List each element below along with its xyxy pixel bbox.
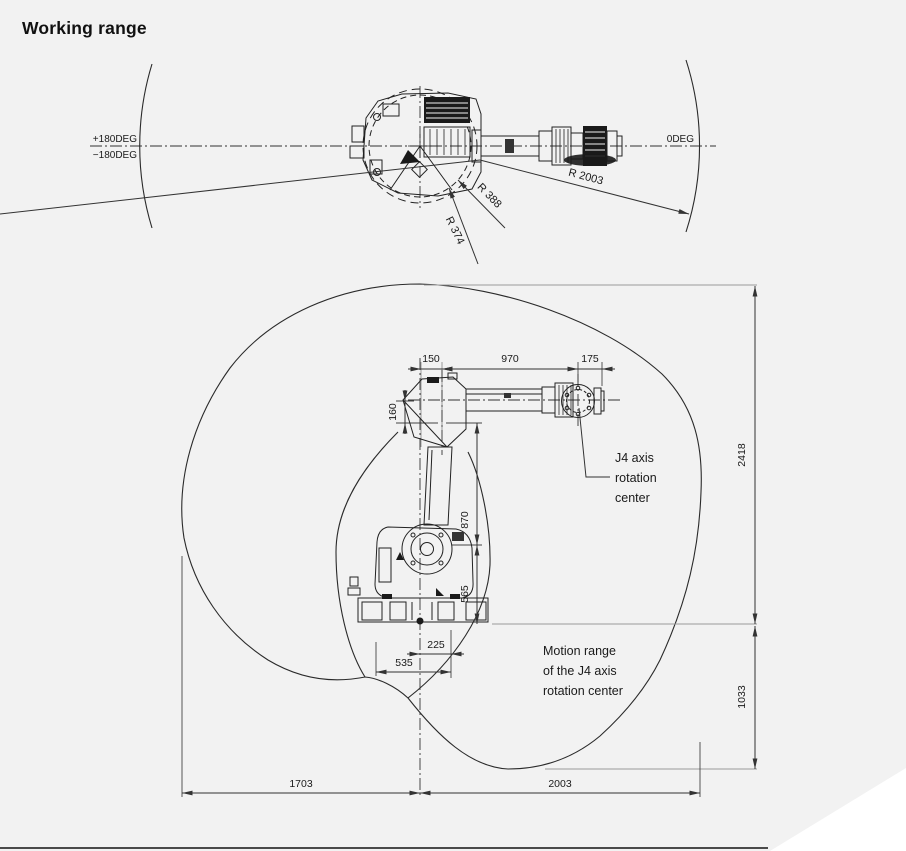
rotation-arc-right: [685, 59, 701, 233]
j4-label-line2: rotation: [615, 471, 657, 485]
dim-225-label: 225: [427, 639, 445, 651]
j4-label-line3: center: [615, 491, 650, 505]
dim-535-label: 535: [395, 657, 413, 669]
inner-boundary-left: [335, 431, 399, 678]
dim-565-label: 565: [459, 585, 471, 603]
motion-label-line1: Motion range: [543, 644, 616, 658]
motion-range-label-group: Motion range of the J4 axis rotation cen…: [543, 644, 623, 698]
extension-lines: [181, 284, 757, 797]
robot-top-view: [349, 92, 623, 197]
r388-label: R 388: [475, 181, 504, 210]
j4-label-line1: J4 axis: [615, 451, 654, 465]
radius-leaders: [0, 159, 690, 265]
j4-axis-label-group: J4 axis rotation center: [578, 407, 657, 505]
motion-label-line2: of the J4 axis: [543, 664, 617, 678]
angle-0-label: 0DEG: [667, 134, 694, 145]
inner-boundary-right: [407, 451, 491, 699]
dim-870-label: 870: [459, 511, 471, 529]
j4-leader-line: [578, 407, 610, 478]
envelope-outline: [181, 283, 702, 770]
dim-150-label: 150: [422, 353, 440, 365]
dim-1033-label: 1033: [736, 685, 748, 709]
side-view: 150 970 175 160 870 565 225 535: [181, 283, 758, 798]
leader-r388: [457, 179, 506, 229]
leader-r2003: [479, 159, 690, 215]
rotation-arc-left: [139, 63, 153, 229]
dim-970-label: 970: [501, 353, 519, 365]
body-envelope-circle-r374: [368, 94, 472, 198]
dim-2418-label: 2418: [736, 443, 748, 467]
leader-r374: [448, 187, 479, 265]
robot-side-view: [347, 372, 605, 625]
top-view: +180DEG −180DEG 0DEG R 2003 R 388 R 374: [0, 59, 716, 265]
dim-160-label: 160: [387, 403, 399, 421]
page-title: Working range: [22, 18, 147, 38]
angle-minus180-label: −180DEG: [93, 150, 137, 161]
r374-label: R 374: [443, 215, 467, 247]
angle-plus180-label: +180DEG: [93, 134, 137, 145]
motion-label-line3: rotation center: [543, 684, 623, 698]
body-envelope-circle-r388: [362, 88, 478, 204]
page-corner-cut: [770, 768, 906, 851]
dimensions: 150 970 175 160 870 565 225 535: [182, 286, 758, 796]
dim-1703-label: 1703: [289, 778, 313, 790]
dim-175-label: 175: [581, 353, 599, 365]
dim-2003-label: 2003: [548, 778, 572, 790]
